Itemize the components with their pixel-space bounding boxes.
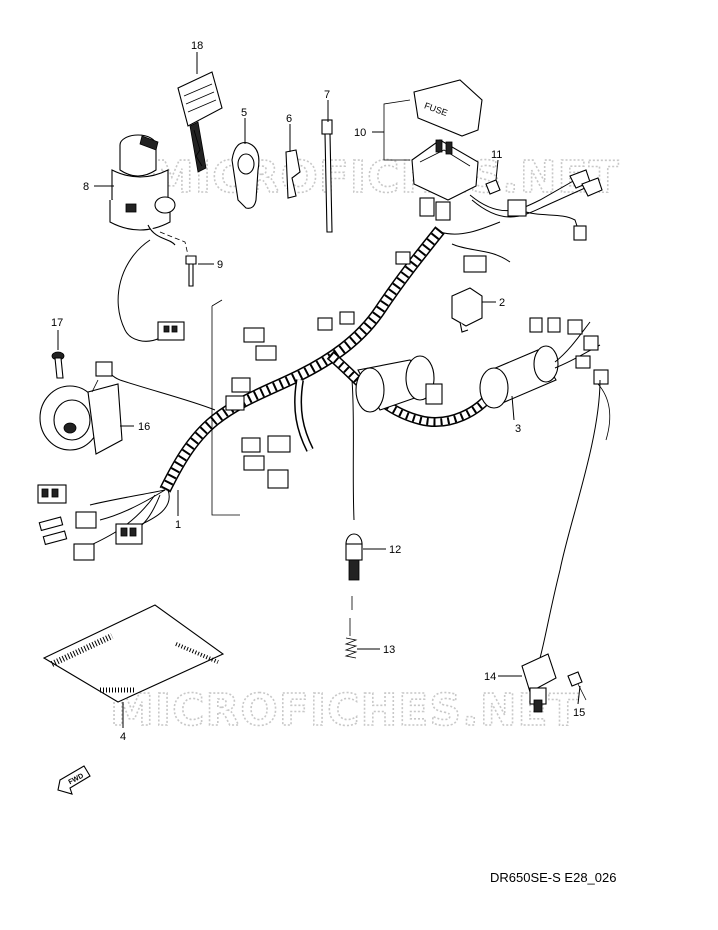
callout-4: 4 <box>120 731 126 743</box>
callout-labels: 18 8 9 5 6 7 10 11 2 3 12 13 14 15 16 17… <box>51 40 585 743</box>
cap-2-part <box>451 287 483 333</box>
coil-part <box>355 317 609 413</box>
callout-8: 8 <box>83 181 89 193</box>
callout-3: 3 <box>515 423 521 435</box>
callout-16: 16 <box>138 421 150 433</box>
clamp-5-part <box>231 142 260 209</box>
fuse-box-part: FUSE <box>383 79 483 201</box>
callout-1: 1 <box>175 519 181 531</box>
spring-13-part <box>344 596 358 659</box>
screw-11-part <box>485 179 501 195</box>
leader-lines <box>57 52 581 728</box>
bolt-9-part <box>159 231 197 287</box>
callout-15: 15 <box>573 707 585 719</box>
sheet-4-part <box>42 604 225 703</box>
ignition-switch-part <box>109 134 185 342</box>
neutral-switch-part <box>345 379 363 581</box>
callout-18: 18 <box>191 40 203 52</box>
callout-6: 6 <box>286 113 292 125</box>
callout-17: 17 <box>51 317 63 329</box>
bracket-6-part <box>285 149 301 199</box>
callout-9: 9 <box>217 259 223 271</box>
callout-14: 14 <box>484 671 496 683</box>
callout-13: 13 <box>383 644 395 656</box>
bolt-17-part <box>51 351 65 379</box>
fuse-wires <box>419 169 603 241</box>
callout-10: 10 <box>354 127 366 139</box>
callout-12: 12 <box>389 544 401 556</box>
callout-7: 7 <box>324 89 330 101</box>
fwd-arrow-icon: FWD <box>57 765 91 795</box>
key-part <box>177 71 223 173</box>
tie-7-part <box>321 119 333 233</box>
sensor-14-part <box>521 379 611 713</box>
watermark-bottom: MICROFICHES.NET <box>110 685 580 736</box>
callout-2: 2 <box>499 297 505 309</box>
callout-11: 11 <box>491 149 502 161</box>
bolt-15-part <box>567 671 587 701</box>
diagram-code: DR650SE-S E28_026 <box>490 870 617 885</box>
horn-part <box>39 361 123 455</box>
wiring-harness-part <box>37 221 511 561</box>
callout-5: 5 <box>241 107 247 119</box>
